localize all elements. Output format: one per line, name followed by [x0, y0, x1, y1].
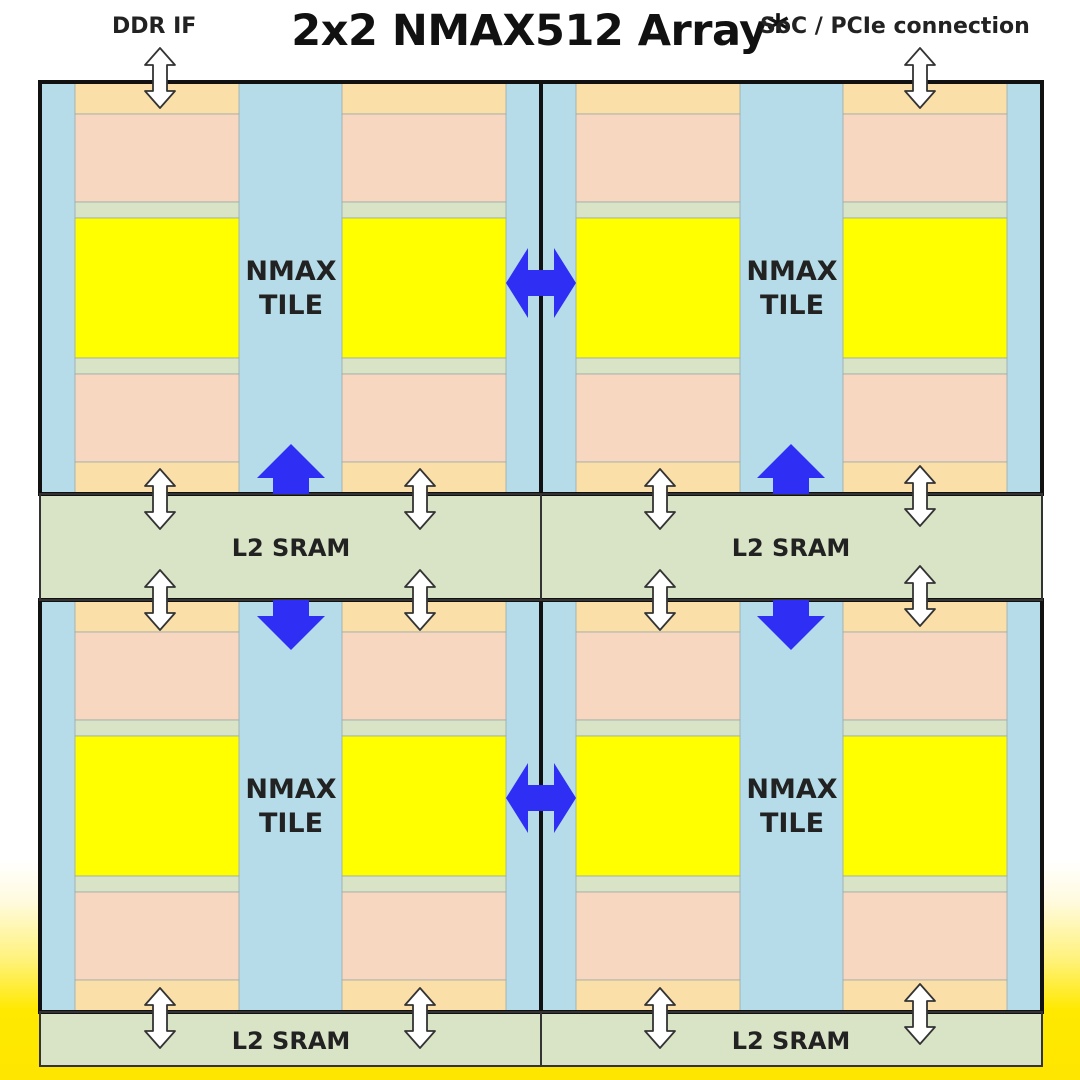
l2-sram-label: L2 SRAM	[732, 534, 851, 562]
blue-up-arrow-icon	[757, 444, 825, 494]
l2-sram-block	[40, 1012, 541, 1066]
blue-up-arrow-icon	[257, 444, 325, 494]
l2-sram-label: L2 SRAM	[732, 1027, 851, 1055]
l2-sram-label: L2 SRAM	[232, 534, 351, 562]
tile-quadrant-top-right	[540, 81, 1042, 495]
blue-down-arrow-icon	[257, 600, 325, 650]
blue-down-arrow-icon	[757, 600, 825, 650]
tile-label: TILE	[760, 808, 824, 839]
blue-horizontal-double-arrow-icon	[506, 763, 576, 833]
ddr-if-label: DDR IF	[112, 14, 197, 39]
tile-label: NMAX	[245, 774, 336, 805]
l2-sram-block	[541, 494, 1042, 600]
tile-quadrant-bottom-left	[39, 599, 541, 1013]
tile-quadrant-bottom-right	[540, 599, 1042, 1013]
tile-quadrant-top-left	[39, 81, 541, 495]
l2-sram-block	[541, 1012, 1042, 1066]
l2-sram-block	[40, 494, 541, 600]
diagram-title: 2x2 NMAX512 Array*	[291, 6, 789, 56]
l2-sram-label: L2 SRAM	[232, 1027, 351, 1055]
blue-horizontal-double-arrow-icon	[506, 248, 576, 318]
tile-label: NMAX	[746, 774, 837, 805]
tile-label: TILE	[259, 290, 323, 321]
tile-label: TILE	[259, 808, 323, 839]
tile-label: NMAX	[245, 256, 336, 287]
tile-label: TILE	[760, 290, 824, 321]
tile-label: NMAX	[746, 256, 837, 287]
soc-pcie-label: SoC / PCIe connection	[760, 14, 1030, 39]
